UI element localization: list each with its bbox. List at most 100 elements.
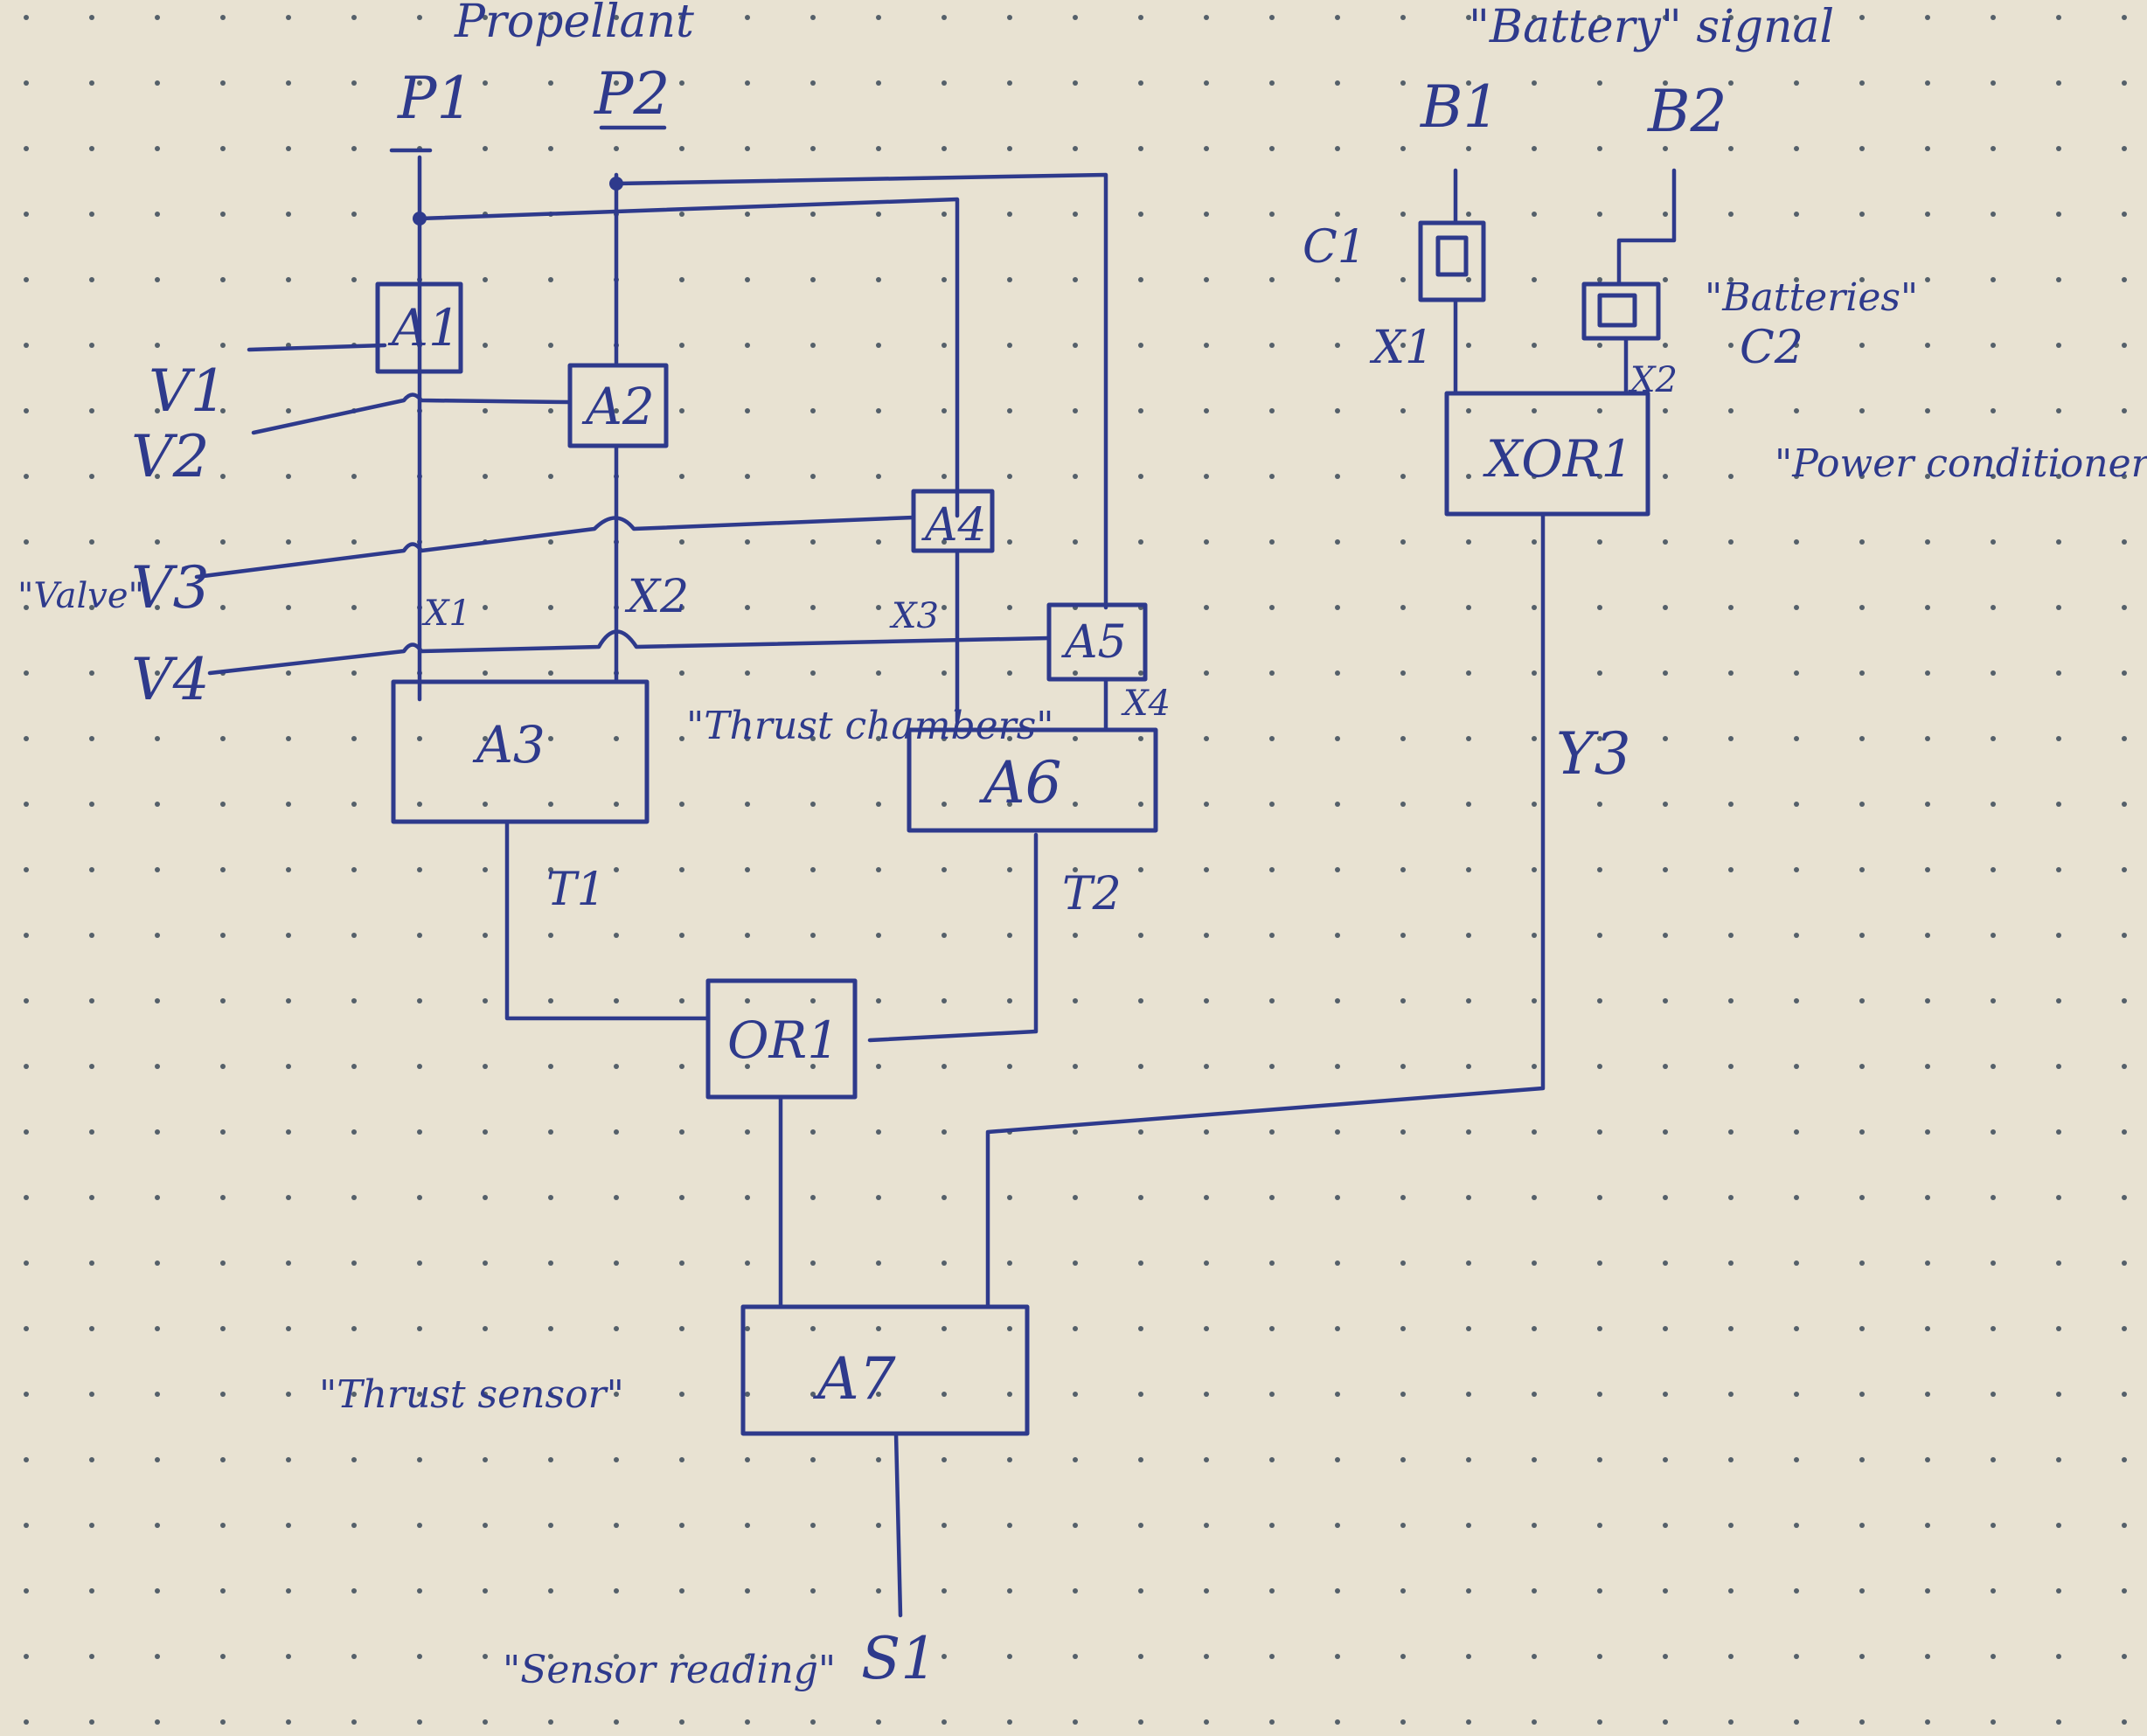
paper-dot — [1794, 474, 1799, 479]
paper-dot — [1204, 736, 1209, 741]
output-s1-label: S1 — [861, 1625, 937, 1692]
paper-dot — [1597, 474, 1602, 479]
paper-dot — [1859, 1129, 1865, 1135]
paper-dot — [1663, 998, 1668, 1003]
paper-dot — [155, 277, 160, 282]
paper-dot — [483, 15, 488, 20]
paper-dot — [810, 1129, 816, 1135]
paper-dot — [1400, 277, 1406, 282]
gate-a2-label: A2 — [581, 377, 655, 436]
paper-dot — [1269, 670, 1275, 676]
paper-dot — [679, 1523, 684, 1528]
paper-dot — [24, 933, 29, 938]
paper-dot — [2122, 277, 2127, 282]
paper-dot — [1925, 343, 1930, 348]
paper-dot — [89, 408, 94, 413]
paper-dot — [941, 1588, 947, 1594]
paper-dot — [220, 1195, 226, 1200]
paper-dot — [1007, 670, 1012, 676]
paper-dot — [155, 212, 160, 217]
paper-dot — [679, 867, 684, 872]
paper-dot — [1728, 1588, 1734, 1594]
paper-dot — [1466, 474, 1471, 479]
paper-dot — [220, 1064, 226, 1069]
paper-dot — [1859, 1064, 1865, 1069]
paper-dot — [351, 1195, 357, 1200]
paper-dot — [1597, 998, 1602, 1003]
paper-dot — [548, 1523, 553, 1528]
paper-dot — [1335, 1588, 1340, 1594]
paper-dot — [1532, 802, 1537, 807]
battery-signal-header: "Battery" signal — [1469, 1, 1834, 53]
paper-dot — [1532, 1326, 1537, 1331]
paper-dot — [1400, 1719, 1406, 1725]
input-b1-label: B1 — [1420, 73, 1500, 141]
paper-dot — [1138, 1719, 1143, 1725]
paper-dot — [941, 1195, 947, 1200]
paper-dot — [483, 802, 488, 807]
paper-dot — [810, 1654, 816, 1659]
paper-dot — [745, 1457, 750, 1462]
paper-dot — [24, 408, 29, 413]
paper-dot — [89, 998, 94, 1003]
paper-dot — [1073, 867, 1078, 872]
paper-dot — [548, 670, 553, 676]
paper-dot — [1466, 1457, 1471, 1462]
paper-dot — [1663, 1064, 1668, 1069]
paper-dot — [1991, 1588, 1996, 1594]
paper-dot — [1663, 605, 1668, 610]
paper-dot — [1007, 1260, 1012, 1266]
paper-dot — [614, 1588, 619, 1594]
battery-c1 — [1418, 220, 1486, 302]
paper-dot — [155, 1260, 160, 1266]
paper-dot — [417, 998, 422, 1003]
paper-dot — [1073, 1064, 1078, 1069]
paper-dot — [1925, 736, 1930, 741]
paper-dot — [24, 146, 29, 151]
input-p1-label: P1 — [397, 65, 473, 132]
paper-dot — [941, 670, 947, 676]
paper-dot — [810, 1392, 816, 1397]
paper-dot — [1204, 474, 1209, 479]
paper-dot — [2122, 1129, 2127, 1135]
paper-dot — [483, 146, 488, 151]
paper-dot — [1335, 1719, 1340, 1725]
paper-dot — [1728, 998, 1734, 1003]
paper-dot — [1728, 1523, 1734, 1528]
paper-dot — [1728, 1392, 1734, 1397]
paper-dot — [286, 15, 291, 20]
paper-dot — [1138, 1457, 1143, 1462]
paper-dot — [1400, 1588, 1406, 1594]
input-v3-label: V3 — [131, 554, 210, 621]
paper-dot — [220, 1588, 226, 1594]
paper-dot — [286, 670, 291, 676]
paper-dot — [876, 1195, 881, 1200]
paper-dot — [1204, 1260, 1209, 1266]
paper-dot — [286, 933, 291, 938]
paper-dot — [745, 605, 750, 610]
paper-dot — [220, 1654, 226, 1659]
paper-dot — [351, 15, 357, 20]
paper-dot — [286, 1654, 291, 1659]
paper-dot — [1269, 867, 1275, 872]
paper-dot — [1073, 736, 1078, 741]
paper-dot — [1991, 343, 1996, 348]
paper-dot — [155, 933, 160, 938]
paper-dot — [1269, 1523, 1275, 1528]
paper-dot — [483, 1129, 488, 1135]
paper-dot — [1400, 1523, 1406, 1528]
paper-dot — [941, 146, 947, 151]
paper-dot — [1991, 1719, 1996, 1725]
paper-dot — [2122, 802, 2127, 807]
paper-dot — [1532, 1129, 1537, 1135]
paper-dot — [220, 146, 226, 151]
paper-dot — [876, 867, 881, 872]
paper-dot — [745, 1588, 750, 1594]
paper-dot — [876, 1654, 881, 1659]
paper-dot — [1007, 80, 1012, 86]
gate-a4-label: A4 — [921, 499, 987, 552]
paper-dot — [1007, 1588, 1012, 1594]
paper-dot — [1597, 1260, 1602, 1266]
paper-dot — [1204, 1588, 1209, 1594]
paper-dot — [679, 539, 684, 545]
